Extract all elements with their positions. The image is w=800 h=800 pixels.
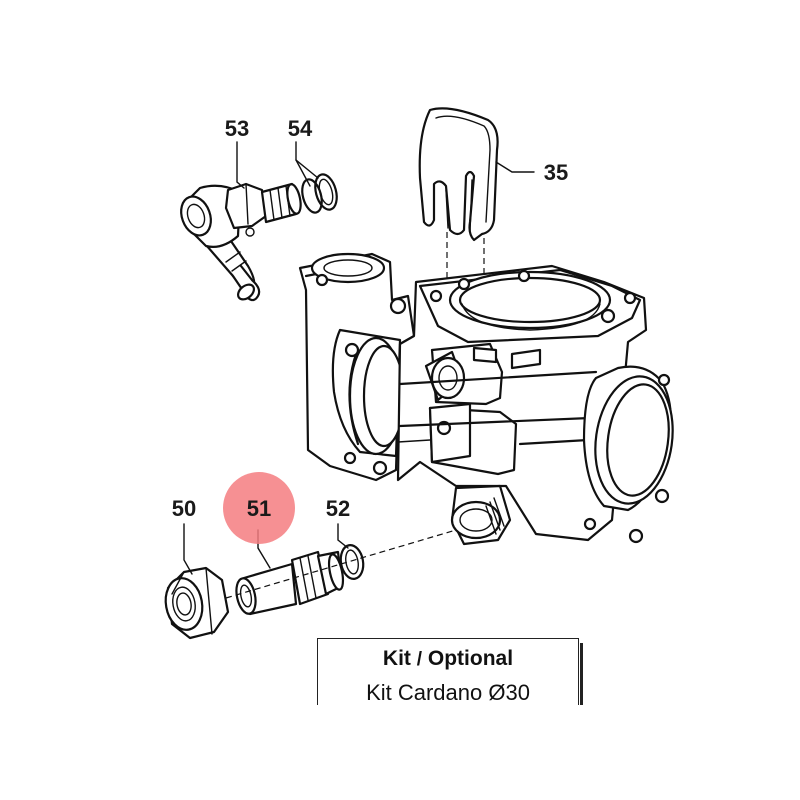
- kit-title-slash: /: [416, 649, 423, 670]
- part-53-elbow-fitting: [180, 182, 302, 302]
- leader-lines: [183, 141, 535, 575]
- callout-53: 53: [225, 116, 249, 141]
- callout-54: 54: [288, 116, 313, 141]
- page-bottom-blank: [0, 705, 800, 800]
- callout-50: 50: [172, 496, 196, 521]
- part-50-hex-nut: [164, 566, 230, 640]
- kit-info-box: Kit / Optional Kit Cardano Ø30: [317, 638, 583, 715]
- part-51-nipple: [235, 550, 345, 616]
- kit-box-shadow: [580, 643, 583, 715]
- kit-title-rest: Optional: [427, 647, 514, 670]
- callout-52: 52: [326, 496, 350, 521]
- kit-title-bold: Kit: [382, 647, 411, 670]
- kit-title: Kit / Optional: [318, 647, 578, 671]
- part-54-o-rings: [301, 173, 338, 214]
- highlight-marker-51: [223, 472, 295, 544]
- part-35-retaining-clip: [418, 107, 499, 360]
- callout-35: 35: [544, 160, 568, 185]
- callout-51: 51: [247, 496, 271, 521]
- kit-subtitle: Kit Cardano Ø30: [366, 680, 530, 705]
- main-valve-body: [298, 252, 674, 546]
